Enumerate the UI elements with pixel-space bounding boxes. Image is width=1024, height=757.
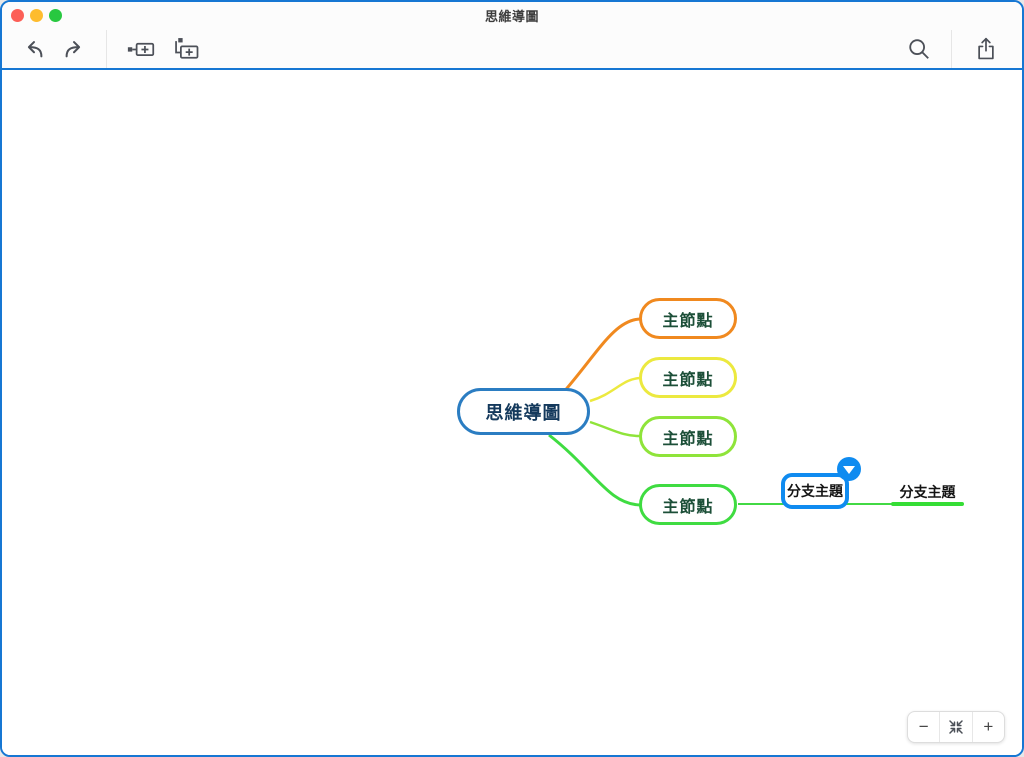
toolbar-separator-2 — [951, 29, 952, 68]
zoom-in-button[interactable]: + — [973, 712, 1004, 742]
undo-button[interactable] — [14, 34, 54, 64]
branch-child-node[interactable]: 分支主題 — [899, 484, 956, 500]
main-node-3[interactable]: 主節點 — [639, 416, 737, 457]
branch-node-selected[interactable]: 分支主題 — [781, 473, 849, 509]
add-child-node-button[interactable] — [167, 34, 207, 64]
add-node-button[interactable] — [121, 34, 161, 64]
zoom-separator-2 — [971, 712, 973, 742]
search-icon — [909, 38, 929, 59]
toolbar-separator — [106, 29, 107, 68]
toolbar — [2, 29, 1022, 68]
branch-child-line — [891, 502, 964, 506]
zoom-fit-icon — [949, 720, 963, 734]
titlebar: 思維導圖 — [2, 2, 1022, 29]
redo-icon — [65, 40, 81, 57]
main-node-2[interactable]: 主節點 — [639, 357, 737, 398]
share-icon — [978, 37, 994, 59]
add-node-icon — [127, 42, 155, 56]
zoom-separator — [939, 712, 941, 742]
undo-icon — [27, 40, 43, 57]
zoom-out-button[interactable]: − — [908, 712, 939, 742]
window-title: 思維導圖 — [484, 9, 539, 24]
close-button[interactable] — [11, 9, 24, 22]
root-node[interactable]: 思維導圖 — [457, 388, 590, 435]
redo-button[interactable] — [54, 34, 94, 64]
traffic-lights — [2, 9, 62, 22]
main-node-1[interactable]: 主節點 — [639, 298, 737, 339]
chevron-down-icon — [843, 466, 855, 474]
zoom-controls: − + — [907, 711, 1005, 743]
zoom-window-button[interactable] — [49, 9, 62, 22]
share-button[interactable] — [966, 34, 1006, 64]
search-button[interactable] — [899, 34, 939, 64]
zoom-fit-button[interactable] — [940, 712, 971, 742]
main-node-4[interactable]: 主節點 — [639, 484, 737, 525]
add-child-node-icon — [175, 37, 199, 59]
minimize-button[interactable] — [30, 9, 43, 22]
collapse-handle[interactable] — [837, 457, 861, 481]
